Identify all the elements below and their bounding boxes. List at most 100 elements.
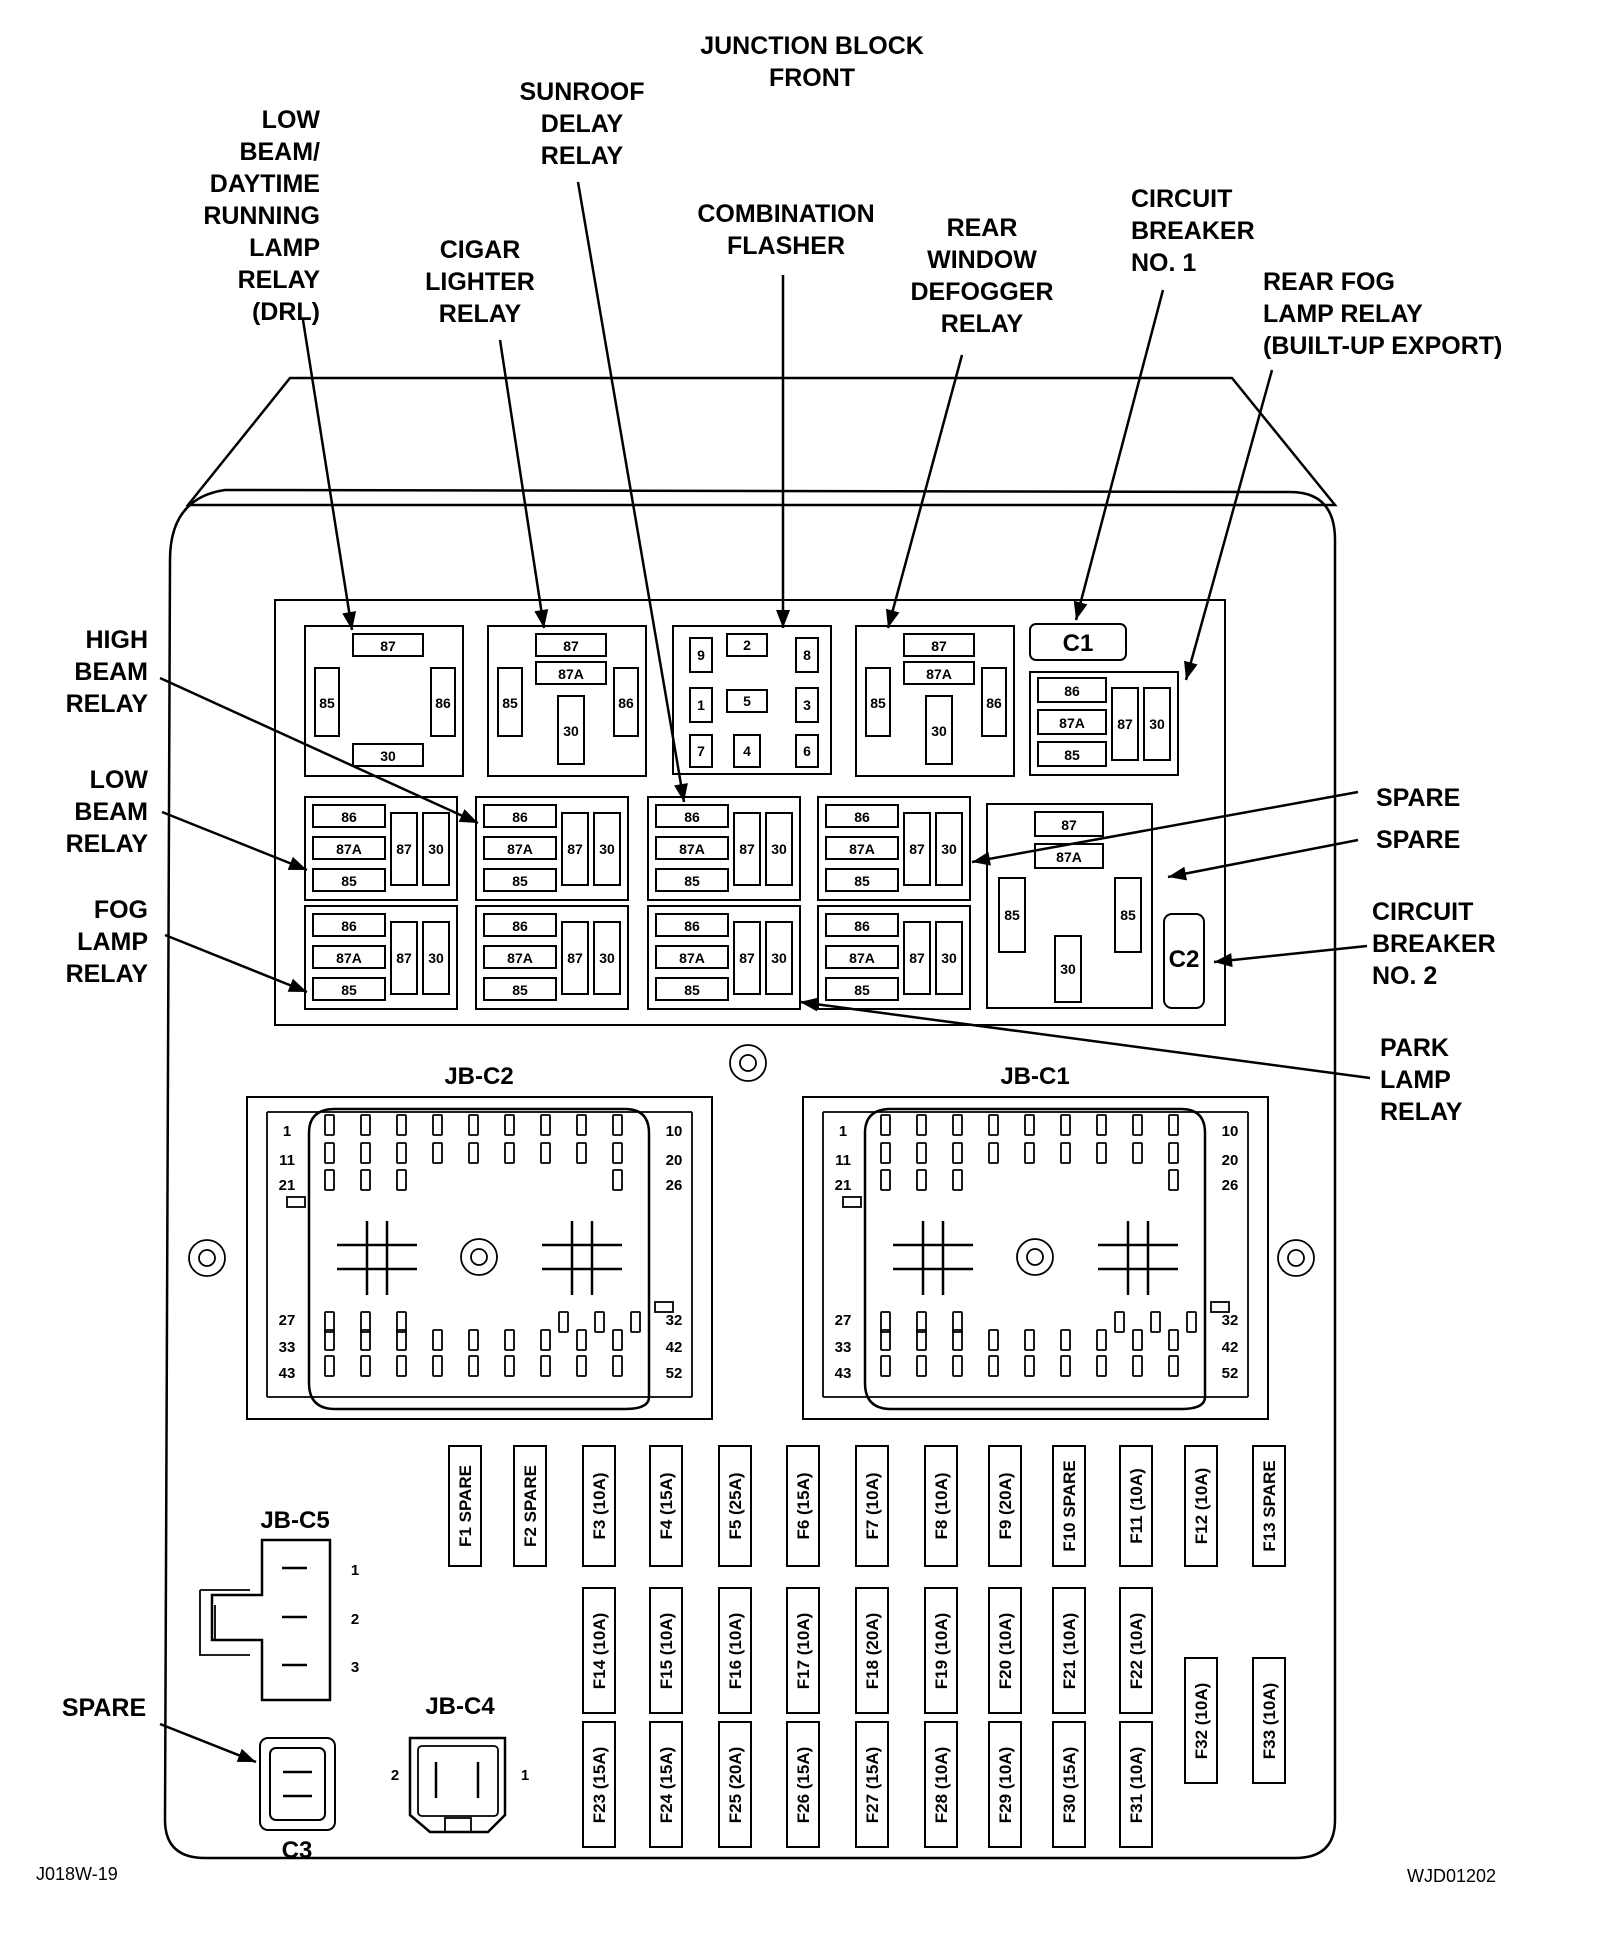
fuse-label-f17: F17 (10A) bbox=[794, 1613, 813, 1690]
fuse-row1-13 bbox=[1252, 1445, 1286, 1567]
relay-r2-c2-86: 86 bbox=[512, 809, 528, 825]
fuse-row2-10 bbox=[1184, 1657, 1218, 1784]
relay-r3-c3-86: 86 bbox=[684, 918, 700, 934]
mount-bolt-top-inner bbox=[739, 1054, 757, 1072]
connector-jb-c2-slot-r3-4 bbox=[612, 1169, 623, 1191]
connector-jb-c2-slot-r3-3 bbox=[396, 1169, 407, 1191]
fuse-row1-11 bbox=[1119, 1445, 1153, 1567]
connector-jb-c4-pin-label-1: 1 bbox=[521, 1767, 529, 1784]
fuse-row3-7 bbox=[988, 1721, 1022, 1848]
fuse-row1-5 bbox=[718, 1445, 752, 1567]
connector-jb-c1-slot-r3-3 bbox=[952, 1169, 963, 1191]
arrow-park-lamp-line bbox=[799, 1000, 1371, 1080]
relay-rear-window-defogger-85-box bbox=[865, 667, 891, 737]
arrow-rear-fog-head bbox=[1184, 660, 1198, 680]
fuse-label-f16: F16 (10A) bbox=[726, 1613, 745, 1690]
circuit-breaker-2-label: C2 bbox=[1169, 946, 1200, 973]
connector-jb-c2-header: JB-C2 bbox=[444, 1063, 513, 1090]
connector-jb-c1-slot-r5-7 bbox=[1096, 1329, 1107, 1351]
flasher-pin-box-1 bbox=[689, 637, 713, 673]
relay-r2-c4-86: 86 bbox=[854, 809, 870, 825]
relay-rear-window-defogger-86: 86 bbox=[986, 695, 1002, 711]
fuse-label-f25: F25 (20A) bbox=[726, 1747, 745, 1824]
relay-r2-c3-86: 86 bbox=[684, 809, 700, 825]
arrow-defogger-head bbox=[885, 608, 900, 628]
relay-r2-c4-30-box bbox=[935, 812, 963, 886]
connector-jb-c2-pin-right-10: 10 bbox=[666, 1123, 683, 1140]
connector-jb-c1-slot-r1-9 bbox=[1168, 1114, 1179, 1136]
connector-jb-c1-slot-r3-1 bbox=[880, 1169, 891, 1191]
relay-r3-c2-86: 86 bbox=[512, 918, 528, 934]
title-line-2: FRONT bbox=[769, 64, 855, 92]
relay-r2-c4-87a: 87A bbox=[849, 841, 875, 857]
callout-sunroof-delay-line-2: DELAY bbox=[541, 110, 624, 138]
connector-jb-c2-shell bbox=[307, 1107, 651, 1411]
relay-cigar-lighter-86-box bbox=[613, 667, 639, 737]
connector-jb-c5-pin-label-1: 1 bbox=[351, 1562, 359, 1579]
connector-jb-c2-slot-r6-4 bbox=[432, 1355, 443, 1377]
relay-r3-c1-30-box bbox=[422, 921, 450, 995]
relay-rear-fog-86: 86 bbox=[1064, 683, 1080, 699]
fuse-label-f18: F18 (20A) bbox=[863, 1613, 882, 1690]
connector-jb-c1-pin-left-1: 1 bbox=[839, 1123, 847, 1140]
connector-jb-c1-center-bolt-outer bbox=[1016, 1238, 1054, 1276]
connector-jb-c2-slot-r2-8 bbox=[576, 1142, 587, 1164]
connector-jb-c4-latch bbox=[444, 1817, 472, 1833]
connector-jb-c1-slot-r5-8 bbox=[1132, 1329, 1143, 1351]
relay-rear-fog-85-box bbox=[1037, 741, 1107, 767]
connector-jb-c2-frame bbox=[246, 1096, 713, 1420]
connector-jb-c1-pin-left-43: 43 bbox=[835, 1365, 852, 1382]
relay-rear-window-defogger-30: 30 bbox=[931, 723, 947, 739]
relay-r3-c1-85-box bbox=[312, 977, 386, 1001]
relay-rear-fog-87a-box bbox=[1037, 709, 1107, 735]
connector-jb-c1-slot-r5-1 bbox=[880, 1329, 891, 1351]
connector-jb-c1-slot-r2-1 bbox=[880, 1142, 891, 1164]
relay-r3-c3-86-box bbox=[655, 913, 729, 937]
fuse-label-f23: F23 (15A) bbox=[590, 1747, 609, 1824]
circuit-breaker-1 bbox=[1029, 623, 1127, 661]
fuse-label-f13: F13 SPARE bbox=[1260, 1460, 1279, 1551]
arrow-spare-1-head bbox=[972, 851, 991, 866]
connector-jb-c4-inner bbox=[417, 1745, 499, 1817]
connector-jb-c2-slot-r6-2 bbox=[360, 1355, 371, 1377]
relay-spare-large-30: 30 bbox=[1060, 961, 1076, 977]
callout-low-beam-drl-line-4: RUNNING bbox=[203, 202, 320, 230]
flasher-pin-9: 6 bbox=[803, 743, 811, 759]
relay-r2-c4-86-box bbox=[825, 804, 899, 828]
connector-jb-c5-pin-label-2: 2 bbox=[351, 1611, 359, 1628]
fuse-label-f19: F19 (10A) bbox=[932, 1613, 951, 1690]
flasher-pin-4: 1 bbox=[697, 697, 705, 713]
fuse-row2-2 bbox=[649, 1587, 683, 1714]
ref-code-right: WJD01202 bbox=[1407, 1866, 1496, 1886]
fuse-label-f6: F6 (15A) bbox=[794, 1472, 813, 1539]
callout-cigar-lighter-line-3: RELAY bbox=[439, 300, 522, 328]
callout-high-beam-line-1: HIGH bbox=[86, 626, 149, 654]
connector-jb-c2-pin-right-26: 26 bbox=[666, 1177, 683, 1194]
connector-jb-c1-slot-r6-6 bbox=[1060, 1355, 1071, 1377]
arrow-cigar-lighter-line bbox=[498, 339, 546, 629]
relay-r2-c2-86-box bbox=[483, 804, 557, 828]
arrow-low-beam-head bbox=[287, 856, 307, 870]
flasher-pin-box-8 bbox=[733, 734, 761, 768]
circuit-breaker-2 bbox=[1163, 913, 1205, 1009]
fuse-label-f31: F31 (10A) bbox=[1127, 1747, 1146, 1824]
connector-jb-c2-slot-r4-5 bbox=[594, 1311, 605, 1333]
fuse-label-f9: F9 (20A) bbox=[996, 1472, 1015, 1539]
connector-jb-c1-latch-1 bbox=[893, 1221, 973, 1295]
connector-jb-c2-slot-r5-7 bbox=[540, 1329, 551, 1351]
flasher-pin-2: 2 bbox=[743, 637, 751, 653]
arrow-low-beam-line bbox=[161, 810, 308, 872]
relay-r3-c2-30: 30 bbox=[599, 950, 615, 966]
connector-jb-c2-slot-r4-4 bbox=[558, 1311, 569, 1333]
connector-jb-c1-slot-r1-4 bbox=[988, 1114, 999, 1136]
fuse-label-f7: F7 (10A) bbox=[863, 1472, 882, 1539]
fuse-label-f30: F30 (15A) bbox=[1060, 1747, 1079, 1824]
callout-sunroof-delay-line-1: SUNROOF bbox=[520, 78, 645, 106]
callout-circuit-breaker-1-line-2: BREAKER bbox=[1131, 217, 1255, 245]
fuse-label-f29: F29 (10A) bbox=[996, 1747, 1015, 1824]
mount-bolt-side-2-outer bbox=[1277, 1239, 1315, 1277]
connector-jb-c2-slot-r1-9 bbox=[612, 1114, 623, 1136]
relay-rear-fog-85: 85 bbox=[1064, 747, 1080, 763]
relay-r3-c4-30: 30 bbox=[941, 950, 957, 966]
connector-jb-c2-slot-r2-5 bbox=[468, 1142, 479, 1164]
